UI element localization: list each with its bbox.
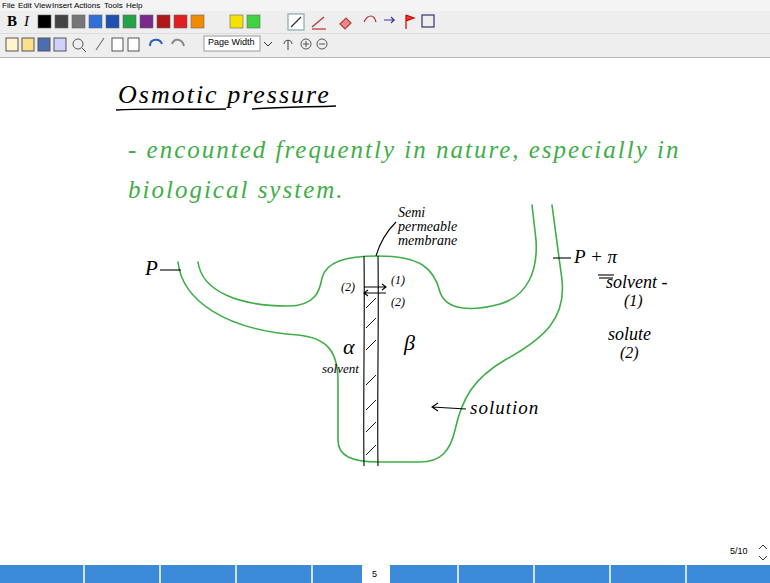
menu-item: Edit bbox=[18, 1, 32, 10]
page-number: 5 bbox=[372, 569, 377, 579]
page-title: Osmotic pressure bbox=[118, 80, 331, 110]
phase-label: α bbox=[343, 334, 355, 359]
note-text: - encounted frequently in nature, especi… bbox=[128, 130, 728, 210]
component-number: (1) bbox=[624, 292, 643, 310]
bold-button: B bbox=[7, 13, 17, 30]
menu-item: File bbox=[2, 1, 15, 10]
menu-item: Insert bbox=[52, 1, 72, 10]
component-number: (1) bbox=[391, 274, 405, 288]
phase-name: solution bbox=[470, 397, 539, 419]
menu-item: Help bbox=[126, 1, 142, 10]
membrane-label: Semi permeable membrane bbox=[398, 206, 474, 248]
menu-item: Tools bbox=[104, 1, 123, 10]
phase-name: solvent bbox=[322, 362, 359, 377]
component-number: (2) bbox=[341, 281, 355, 295]
pressure-label: P + π bbox=[574, 246, 617, 268]
component-number: (2) bbox=[620, 344, 639, 362]
zoom-dropdown: Page Width bbox=[208, 37, 255, 47]
italic-button: I bbox=[24, 13, 29, 30]
page-counter: 5/10 bbox=[730, 546, 748, 556]
legend-note: solvent - bbox=[606, 272, 667, 293]
component-number: (2) bbox=[391, 296, 405, 310]
menu-item: View bbox=[34, 1, 51, 10]
menu-item: Actions bbox=[74, 1, 100, 10]
legend-note: solute bbox=[608, 324, 651, 345]
pressure-label: P bbox=[145, 256, 158, 280]
phase-label: β bbox=[404, 330, 415, 355]
